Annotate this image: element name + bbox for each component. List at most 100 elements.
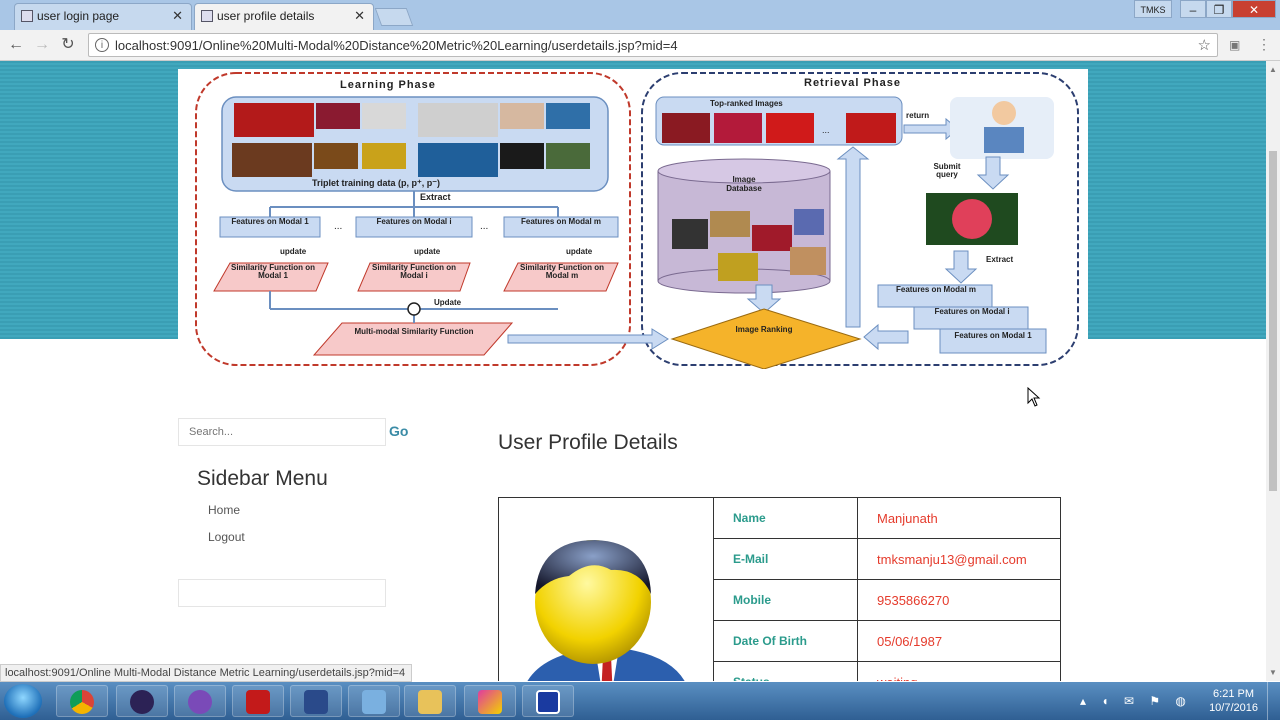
browser-toolbar: ← → ↻ i localhost:9091/Online%20Multi-Mo…	[0, 30, 1280, 61]
window-controls: TMKS – ❐ ✕	[1134, 0, 1276, 20]
user-details-table: Name Manjunath E-Mail tmksmanju13@gmail.…	[713, 497, 1061, 681]
update-label: update	[280, 247, 307, 256]
show-desktop-button[interactable]	[1267, 682, 1280, 720]
right-features-modal-1: Features on Modal 1	[954, 331, 1032, 340]
right-features-modal-i: Features on Modal i	[934, 307, 1010, 316]
start-button[interactable]	[4, 684, 42, 718]
info-icon[interactable]: i	[95, 38, 109, 52]
taskbar-paint[interactable]	[464, 685, 516, 717]
taskbar-eclipse[interactable]	[116, 685, 168, 717]
sidebar-title: Sidebar Menu	[197, 467, 328, 490]
maximize-icon[interactable]: ❐	[1206, 0, 1232, 18]
submit-query-label: Submit query	[933, 162, 961, 179]
extract-right-label: Extract	[986, 255, 1014, 264]
menu-icon[interactable]: ⋮	[1257, 36, 1271, 52]
tab-label: user login page	[37, 9, 120, 23]
eclipse-purple-icon	[188, 690, 212, 714]
url-text: localhost:9091/Online%20Multi-Modal%20Di…	[115, 38, 678, 53]
taskbar-chrome[interactable]	[56, 685, 108, 717]
top-ranked-label: Top-ranked Images	[710, 99, 783, 108]
application-icon	[536, 690, 560, 714]
sidebar-link-logout[interactable]: Logout	[208, 530, 245, 544]
return-label: return	[906, 111, 930, 120]
bookmark-star-icon[interactable]: ☆	[1197, 37, 1211, 54]
notepad-icon	[362, 690, 386, 714]
image-database-label: Image Database	[726, 175, 762, 193]
close-window-icon[interactable]: ✕	[1232, 0, 1276, 18]
page-content: Learning Phase Retrieval Phase Triplet t…	[0, 61, 1266, 681]
table-row: E-Mail tmksmanju13@gmail.com	[713, 538, 1061, 580]
paint-icon	[478, 690, 502, 714]
taskbar-visual-studio[interactable]	[290, 685, 342, 717]
table-row: Status waiting	[713, 661, 1061, 681]
page-scrollbar[interactable]: ▲ ▼	[1266, 61, 1280, 681]
row-value: tmksmanju13@gmail.com	[857, 538, 1061, 580]
diagram-svg	[195, 72, 1079, 369]
update-label: update	[414, 247, 441, 256]
sidebar-link-home[interactable]: Home	[208, 503, 241, 517]
pdf-icon	[246, 690, 270, 714]
row-label: E-Mail	[713, 538, 858, 580]
similarity-modal-1: Similarity Function on Modal 1	[230, 263, 315, 280]
go-button[interactable]: Go	[389, 423, 409, 439]
chrome-icon	[70, 690, 94, 714]
image-ranking-label: Image Ranking	[735, 325, 793, 334]
clock[interactable]: 6:21 PM 10/7/2016	[1209, 687, 1258, 715]
visual-studio-icon	[304, 690, 328, 714]
ellipsis: ...	[822, 125, 830, 135]
similarity-modal-i: Similarity Function on Modal i	[371, 263, 456, 280]
forward-icon[interactable]: →	[34, 36, 50, 53]
update-center-label: Update	[434, 298, 462, 307]
row-value: 05/06/1987	[857, 620, 1061, 662]
row-label: Name	[713, 497, 858, 539]
minimize-icon[interactable]: –	[1180, 0, 1206, 18]
user-avatar-icon	[527, 540, 685, 681]
ellipsis: ...	[334, 221, 343, 232]
features-modal-i: Features on Modal i	[376, 217, 452, 226]
close-tab-icon[interactable]: ✕	[172, 8, 183, 23]
taskbar-acrobat[interactable]	[232, 685, 284, 717]
table-row: Date Of Birth 05/06/1987	[713, 620, 1061, 662]
reload-icon[interactable]: ↻	[61, 36, 75, 53]
status-bar-url: localhost:9091/Online Multi-Modal Distan…	[0, 664, 413, 682]
mouse-cursor-icon	[1027, 387, 1041, 407]
tray-icons[interactable]: ▴ ◖ ✉ ⚑ ◍	[1080, 694, 1192, 708]
new-tab-button[interactable]	[374, 8, 414, 26]
row-value: Manjunath	[857, 497, 1061, 539]
table-row: Name Manjunath	[713, 497, 1061, 539]
search-input[interactable]	[178, 418, 386, 446]
taskbar-eclipse-2[interactable]	[174, 685, 226, 717]
row-value: waiting	[857, 661, 1061, 681]
scroll-up-icon[interactable]: ▲	[1269, 65, 1277, 74]
scrollbar-thumb[interactable]	[1269, 151, 1277, 491]
page-title: User Profile Details	[498, 431, 678, 454]
tab-user-login[interactable]: user login page ✕	[14, 3, 192, 30]
taskbar: ▴ ◖ ✉ ⚑ ◍ 6:21 PM 10/7/2016	[0, 682, 1280, 720]
triplet-label: Triplet training data (p, p⁺, p⁻)	[312, 178, 440, 188]
taskbar-notepad[interactable]	[348, 685, 400, 717]
right-features-modal-m: Features on Modal m	[895, 285, 976, 294]
back-icon[interactable]: ←	[8, 36, 24, 53]
row-value: 9535866270	[857, 579, 1061, 621]
table-row: Mobile 9535866270	[713, 579, 1061, 621]
taskbar-app[interactable]	[522, 685, 574, 717]
profile-badge[interactable]: TMKS	[1134, 0, 1172, 18]
tab-strip: user login page ✕ user profile details ✕…	[0, 0, 1280, 30]
row-label: Status	[713, 661, 858, 681]
row-label: Mobile	[713, 579, 858, 621]
scroll-down-icon[interactable]: ▼	[1269, 668, 1277, 677]
close-tab-icon[interactable]: ✕	[354, 8, 365, 23]
multi-modal-label: Multi-modal Similarity Function	[354, 327, 474, 336]
extension-icon[interactable]: ▣	[1229, 38, 1241, 52]
row-label: Date Of Birth	[713, 620, 858, 662]
system-diagram: Learning Phase Retrieval Phase Triplet t…	[178, 69, 1088, 369]
taskbar-explorer[interactable]	[404, 685, 456, 717]
update-label: update	[566, 247, 593, 256]
similarity-modal-m: Similarity Function on Modal m	[519, 263, 604, 280]
tab-user-profile[interactable]: user profile details ✕	[194, 3, 374, 30]
address-bar[interactable]: i localhost:9091/Online%20Multi-Modal%20…	[88, 33, 1218, 57]
features-modal-1: Features on Modal 1	[231, 217, 309, 226]
profile-picture	[498, 497, 714, 681]
clock-time: 6:21 PM	[1213, 688, 1255, 700]
learning-phase-title: Learning Phase	[340, 79, 436, 91]
